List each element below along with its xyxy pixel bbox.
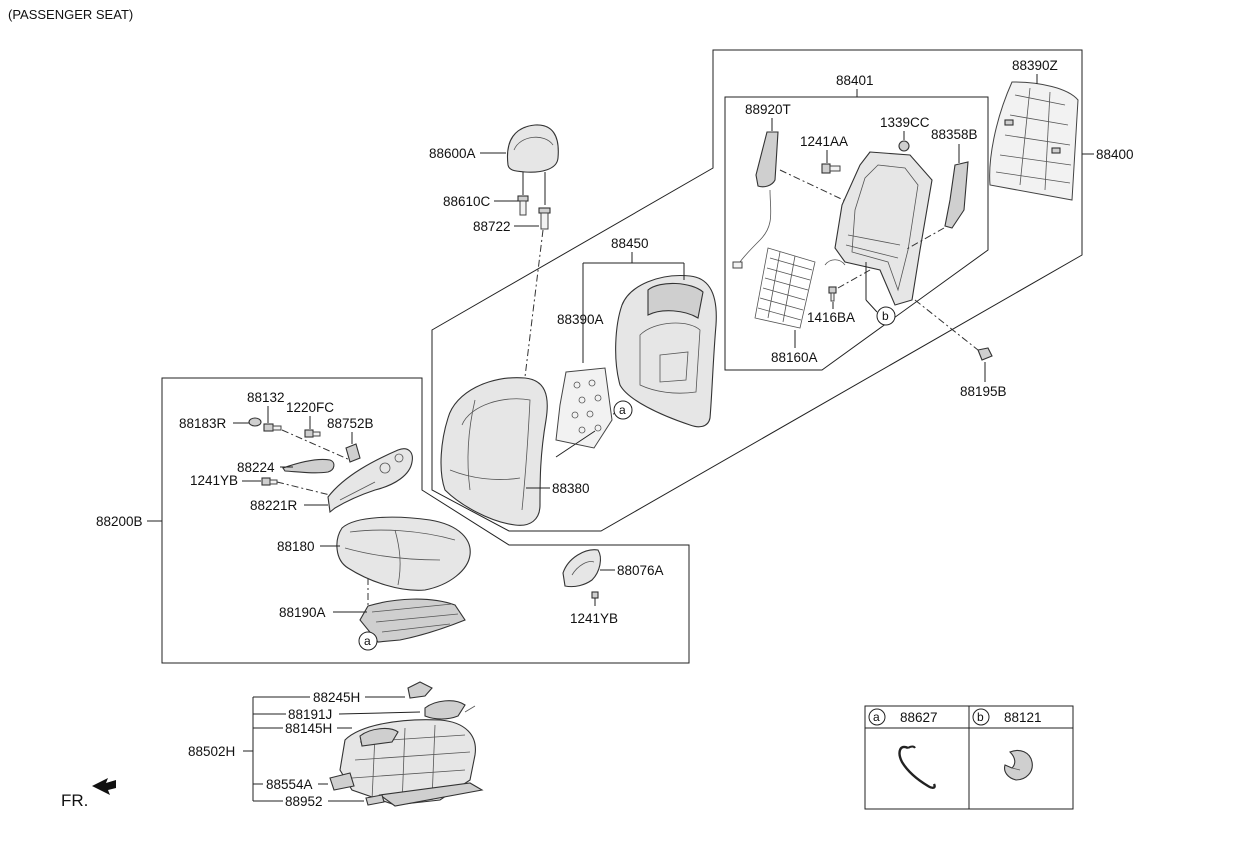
knob-88752B [345, 443, 361, 463]
front-direction-label: FR. [61, 791, 88, 810]
label-88132: 88132 [247, 390, 285, 405]
legend-a-callout [868, 708, 886, 726]
label-88450: 88450 [611, 236, 649, 251]
label-1416BA: 1416BA [807, 310, 855, 325]
label-88952: 88952 [285, 794, 323, 809]
legend-b-key: b [977, 710, 984, 724]
side-shield-cover[interactable] [327, 448, 413, 514]
label-88401: 88401 [836, 73, 874, 88]
headrest-guide-88610C [517, 195, 529, 216]
callout-a-cushion-text: a [364, 634, 371, 648]
bolt-88195B [977, 347, 993, 361]
label-88502H: 88502H [188, 744, 235, 759]
cushion-assembly-box [161, 377, 690, 664]
label-88180: 88180 [277, 539, 315, 554]
backrest-foam-pad[interactable] [440, 377, 548, 526]
frame-side-bracket[interactable] [944, 161, 969, 229]
label-88600A: 88600A [429, 146, 476, 161]
label-88191J: 88191J [288, 707, 332, 722]
callout-a-cushion [358, 631, 378, 651]
label-88554A: 88554A [266, 777, 313, 792]
track-cover-88554A[interactable] [329, 772, 355, 791]
label-88920T: 88920T [745, 102, 791, 117]
bolt-88132 [263, 423, 282, 432]
lumbar-support-wire[interactable] [754, 247, 816, 329]
diagram-title: (PASSENGER SEAT) [8, 7, 133, 22]
cap-88183R [248, 417, 262, 427]
front-arrow-icon [92, 778, 116, 795]
label-88245H: 88245H [313, 690, 360, 705]
legend-b-part: 88121 [1004, 710, 1042, 725]
legend-a-key: a [873, 710, 880, 724]
backrest-frame[interactable] [824, 151, 933, 306]
legend-a-part: 88627 [900, 710, 938, 725]
seat-cushion[interactable] [336, 516, 471, 591]
label-88160A: 88160A [771, 350, 818, 365]
trim-cover-88076A[interactable] [562, 549, 601, 588]
headrest-guide-88722 [538, 207, 551, 230]
back-heater-pad[interactable] [555, 367, 613, 449]
callout-b-text: b [882, 309, 889, 323]
label-88195B: 88195B [960, 384, 1007, 399]
label-88390Z: 88390Z [1012, 58, 1058, 73]
label-1241YB-trim: 1241YB [570, 611, 618, 626]
hog-ring-clip-88627 [898, 745, 936, 789]
label-88190A: 88190A [279, 605, 326, 620]
bolt-1220FC [304, 429, 321, 438]
label-88722: 88722 [473, 219, 511, 234]
label-1241YB-cushion: 1241YB [190, 473, 238, 488]
label-88076A: 88076A [617, 563, 664, 578]
label-88400: 88400 [1096, 147, 1134, 162]
track-cover-88952[interactable] [365, 794, 385, 806]
seat-track-frame[interactable] [339, 681, 484, 807]
screw-1241YB-trim [591, 591, 599, 606]
side-airbag-module[interactable] [732, 131, 779, 269]
bolt-1241AA [821, 163, 841, 174]
label-1339CC: 1339CC [880, 115, 930, 130]
label-88224: 88224 [237, 460, 275, 475]
screw-1416BA [828, 286, 837, 302]
label-88380: 88380 [552, 481, 590, 496]
label-88183R: 88183R [179, 416, 227, 431]
label-1220FC: 1220FC [286, 400, 334, 415]
callout-a-back [613, 400, 633, 420]
screw-1241YB-cushion [261, 477, 278, 486]
recliner-lever[interactable] [282, 458, 335, 474]
label-88145H: 88145H [285, 721, 332, 736]
label-88390A: 88390A [557, 312, 604, 327]
label-1241AA: 1241AA [800, 134, 848, 149]
seat-heater-mat[interactable] [359, 598, 466, 643]
label-88610C: 88610C [443, 194, 491, 209]
backrest-cover[interactable] [615, 274, 717, 428]
legend-b-callout [972, 708, 990, 726]
headrest[interactable] [506, 124, 559, 205]
clip-88121 [1004, 749, 1033, 781]
callout-b [876, 306, 896, 326]
callout-a-back-text: a [619, 403, 626, 417]
label-88752B: 88752B [327, 416, 374, 431]
backframe-subassembly-box [724, 96, 989, 371]
back-board-panel[interactable] [989, 81, 1079, 201]
label-88200B: 88200B [96, 514, 143, 529]
label-88358B: 88358B [931, 127, 978, 142]
label-88221R: 88221R [250, 498, 298, 513]
nut-1339CC [898, 140, 910, 152]
backrest-assembly-box [431, 49, 1083, 532]
